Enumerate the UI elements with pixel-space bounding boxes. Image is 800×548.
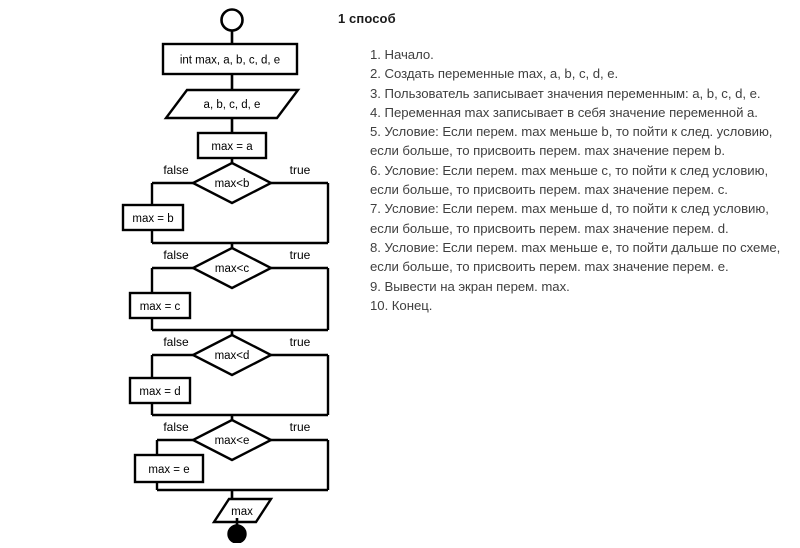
page-title: 1 способ bbox=[338, 11, 396, 26]
true-label-2: true bbox=[290, 248, 311, 262]
output-parallelogram-label: max bbox=[231, 506, 253, 518]
declare-box-label: int max, a, b, c, d, e bbox=[180, 55, 280, 67]
list-item: 1. Начало. bbox=[370, 47, 434, 62]
list-item: 4. Переменная max записывает в себя знач… bbox=[370, 104, 758, 120]
list-item: 3. Пользователь записывает значения пере… bbox=[370, 85, 761, 101]
input-parallelogram-label: a, b, c, d, e bbox=[204, 99, 261, 111]
list-item: 5. Условие: Если перем. max меньше b, то… bbox=[370, 124, 773, 140]
init-box-label: max = a bbox=[211, 141, 253, 153]
decision-block-3: max<d false true max = d bbox=[128, 333, 330, 420]
decision-diamond-3 bbox=[190, 333, 274, 377]
init-box bbox=[196, 131, 268, 160]
decision-label-4: max<e bbox=[215, 435, 250, 447]
assign-box-label-1: max = b bbox=[132, 213, 173, 225]
end-node-icon bbox=[227, 524, 247, 544]
assign-box-2 bbox=[128, 291, 192, 320]
output-parallelogram bbox=[211, 497, 274, 524]
false-label-1: false bbox=[163, 163, 189, 177]
true-label-3: true bbox=[290, 335, 311, 349]
list-item: 8. Условие: Если перем. max меньше e, то… bbox=[370, 239, 781, 255]
list-item: 7. Условие: Если перем. max меньше d, то… bbox=[370, 201, 769, 217]
decision-label-2: max<c bbox=[215, 263, 249, 275]
list-item: 9. Вывести на экран перем. max. bbox=[370, 278, 570, 294]
false-label-2: false bbox=[163, 248, 189, 262]
true-label-4: true bbox=[290, 420, 311, 434]
flowchart-svg: int max, a, b, c, d, e a, b, c, d, e max… bbox=[121, 8, 330, 544]
algorithm-step-list: 1. Начало. 2. Создать переменные max, a,… bbox=[370, 45, 800, 315]
algorithm-text-panel: 1 способ 1. Начало. 2. Создать переменны… bbox=[336, 0, 800, 543]
assign-box-label-3: max = d bbox=[139, 386, 180, 398]
decision-label-1: max<b bbox=[215, 178, 250, 190]
decision-block-4: max<e false true max = e bbox=[133, 418, 330, 499]
list-item: если больше, то присвоить перем. max зна… bbox=[370, 259, 729, 275]
true-label-1: true bbox=[290, 163, 311, 177]
decision-diamond-4 bbox=[190, 418, 274, 462]
decision-block-2: max<c false true max = c bbox=[128, 246, 330, 335]
false-label-4: false bbox=[163, 420, 189, 434]
assign-box-label-4: max = e bbox=[148, 464, 189, 476]
list-item: 6. Условие: Если перем. max меньше c, то… bbox=[370, 162, 769, 178]
assign-box-4 bbox=[133, 453, 205, 484]
declare-box bbox=[161, 42, 299, 76]
list-item: 2. Создать переменные max, a, b, c, d, e… bbox=[370, 66, 619, 82]
input-parallelogram bbox=[163, 88, 301, 120]
start-node-icon bbox=[220, 8, 244, 32]
list-item: 10. Конец. bbox=[370, 297, 433, 313]
decision-diamond-1 bbox=[190, 161, 274, 205]
list-item: если больше, то присвоить перем. max зна… bbox=[370, 143, 726, 159]
false-label-3: false bbox=[163, 335, 189, 349]
list-item: если больше, то присвоить перем. max зна… bbox=[370, 182, 728, 198]
decision-block-1: max<b false true max = b bbox=[121, 161, 330, 248]
decision-diamond-2 bbox=[190, 246, 274, 290]
assign-box-3 bbox=[128, 376, 192, 405]
assign-box-label-2: max = c bbox=[140, 301, 181, 313]
list-item: если больше, то присвоить перем. max зна… bbox=[370, 220, 729, 236]
decision-label-3: max<d bbox=[215, 350, 250, 362]
flowchart-panel: int max, a, b, c, d, e a, b, c, d, e max… bbox=[0, 0, 350, 544]
